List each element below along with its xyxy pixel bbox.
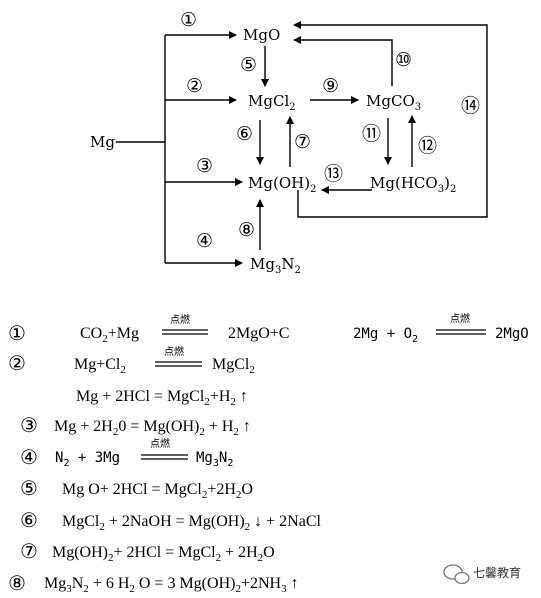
arrow-label-10: ⑩: [395, 49, 412, 71]
arrow-10: [293, 36, 393, 86]
diagram-nodes: Mg MgO MgCl2 MgCO3 Mg(OH)2 Mg(HCO3)2 Mg3…: [90, 26, 456, 276]
arrow-label-4: ④: [196, 230, 213, 252]
equation-1-right: 2MgO+C: [228, 325, 289, 342]
equation-2b: Mg + 2HCl = MgCl2+H2 ↑: [76, 388, 248, 408]
node-mgco3: MgCO3: [366, 92, 421, 113]
equation-number: ②: [8, 351, 26, 375]
node-mg3n2: Mg3N2: [250, 255, 301, 276]
condition-ignite: 点燃: [150, 437, 170, 450]
arrow-label-12: ⑫: [418, 135, 437, 157]
equation-6: MgCl2 + 2NaOH = Mg(OH)2 ↓ + 2NaCl: [62, 513, 322, 533]
equation-list: ① CO2+Mg 点燃 2MgO+C 2Mg + O2 点燃 2MgO ② Mg…: [8, 312, 529, 595]
node-mg: Mg: [90, 133, 115, 151]
equation-2-left: Mg+Cl2: [74, 356, 126, 376]
watermark: 七馨教育: [443, 564, 521, 585]
equation-number: ①: [8, 321, 26, 345]
wechat-icon: [443, 564, 470, 585]
condition-ignite: 点燃: [450, 312, 470, 325]
equation-1-left: CO2+Mg: [80, 325, 139, 345]
equation-number: ③: [20, 413, 38, 437]
equation-8: Mg3N2 + 6 H2 O = 3 Mg(OH)2+2NH3 ↑: [44, 575, 299, 595]
equation-7: Mg(OH)2+ 2HCl = MgCl2 + 2H2O: [52, 544, 275, 564]
equation-number: ⑦: [20, 539, 38, 563]
arrow-label-5: ⑤: [240, 54, 257, 76]
node-mghco3: Mg(HCO3)2: [370, 174, 456, 195]
reaction-arrows: [116, 21, 488, 267]
equation-4-left: N2 + 3Mg: [55, 450, 120, 469]
equation-5: Mg O+ 2HCl = MgCl2+2H2O: [62, 481, 253, 501]
arrow-label-14: ⑭: [461, 95, 480, 117]
arrow-label-9: ⑨: [322, 75, 339, 97]
arrow-label-11: ⑪: [362, 123, 381, 145]
equation-4-right: Mg3N2: [196, 450, 233, 469]
condition-ignite: 点燃: [170, 313, 190, 326]
node-mgo: MgO: [243, 26, 280, 44]
watermark-text: 七馨教育: [473, 565, 521, 580]
equation-number: ④: [20, 445, 38, 469]
equation-1b-right: 2MgO: [495, 326, 529, 342]
node-mgcl2: MgCl2: [248, 92, 296, 113]
arrow-label-6: ⑥: [236, 123, 253, 145]
arrow-14: [293, 21, 488, 218]
arrow-label-7: ⑦: [294, 131, 311, 153]
node-mgoh2: Mg(OH)2: [248, 174, 316, 195]
equation-number: ⑤: [20, 476, 38, 500]
arrow-labels: ① ② ③ ④ ⑤ ⑥ ⑦ ⑧ ⑨ ⑩ ⑪ ⑫ ⑬ ⑭: [180, 9, 480, 252]
arrow-label-3: ③: [196, 155, 213, 177]
arrow-label-1: ①: [180, 9, 197, 31]
arrow-label-8: ⑧: [238, 219, 255, 241]
equation-3: Mg + 2H20 = Mg(OH)2 + H2 ↑: [54, 418, 251, 438]
equation-number: ⑧: [8, 571, 26, 595]
condition-ignite: 点燃: [164, 345, 184, 358]
arrow-label-2: ②: [186, 75, 203, 97]
arrow-label-13: ⑬: [324, 163, 343, 185]
equation-2-right: MgCl2: [212, 356, 255, 376]
equation-1b-left: 2Mg + O2: [353, 326, 418, 345]
equation-number: ⑥: [20, 508, 38, 532]
